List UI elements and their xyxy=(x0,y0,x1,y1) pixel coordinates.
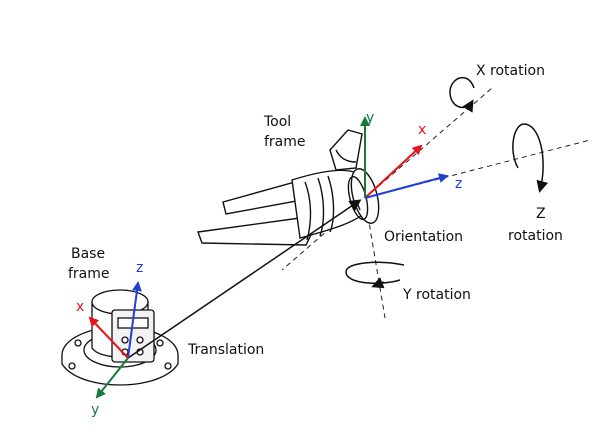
z-rotation-label-line1: Z xyxy=(536,206,546,222)
base-z-axis xyxy=(127,281,142,359)
base-y-axis xyxy=(95,357,129,399)
z-rotation-label-line2: rotation xyxy=(508,228,563,244)
base-y-label: y xyxy=(91,402,99,418)
tool-z-axis xyxy=(364,173,449,199)
base-x-label: x xyxy=(76,299,84,315)
tool-z-label: z xyxy=(455,176,462,192)
base-frame-label-line1: Base xyxy=(71,246,105,262)
translation-label: Translation xyxy=(187,342,264,358)
y-rotation-arrow xyxy=(345,261,405,289)
x-rotation-label: X rotation xyxy=(476,63,545,79)
tool-x-label: x xyxy=(418,122,426,138)
z-rotation-arrow xyxy=(512,123,549,193)
tool-y-label: y xyxy=(366,110,374,126)
base-frame-label-line2: frame xyxy=(68,266,110,282)
orientation-marker xyxy=(355,199,361,211)
orientation-label: Orientation xyxy=(384,229,463,245)
translation-arrow xyxy=(127,199,362,359)
x-rotation-arrow xyxy=(449,76,475,113)
tool-x-axis xyxy=(364,144,423,199)
base-x-axis xyxy=(88,316,129,359)
y-rotation-label: Y rotation xyxy=(402,287,471,303)
tool-frame-label-line1: Tool xyxy=(263,114,291,130)
tool-frame-label-line2: frame xyxy=(264,134,306,150)
tool-frame-axes xyxy=(360,116,449,199)
base-frame-axes xyxy=(88,281,142,399)
base-z-label: z xyxy=(136,260,143,276)
